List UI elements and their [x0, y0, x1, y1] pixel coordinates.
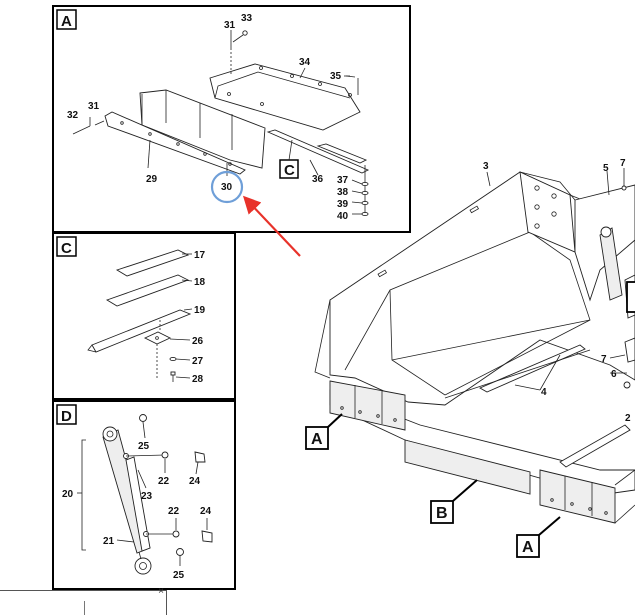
part-label-37: 37: [337, 175, 349, 186]
part-label-17: 17: [194, 250, 206, 261]
part-label-33: 33: [241, 13, 253, 24]
callout-b: B: [436, 505, 448, 522]
part-label-25a: 25: [138, 441, 150, 452]
part-label-40: 40: [337, 211, 349, 222]
part-label-32: 32: [67, 110, 79, 121]
part-label-23: 23: [141, 491, 153, 502]
part-label-22a: 22: [158, 476, 170, 487]
highlight-circle: [210, 170, 244, 204]
bottom-panel: ×: [0, 586, 167, 615]
part-label-39: 39: [337, 199, 349, 210]
part-label-3: 3: [483, 161, 489, 172]
part-label-7b: 7: [601, 354, 607, 365]
part-label-28: 28: [192, 374, 204, 385]
part-label-7a: 7: [620, 158, 626, 169]
part-label-21: 21: [103, 536, 115, 547]
callout-c-label: C: [284, 162, 295, 179]
part-label-29: 29: [146, 174, 158, 185]
pointer-arrow: [242, 195, 301, 257]
callout-a-bottom: A: [522, 539, 534, 556]
part-label-27: 27: [192, 356, 204, 367]
part-label-2: 2: [625, 413, 631, 424]
bucket-assembly: A B A 3 5 7 4 7 6 2: [305, 158, 635, 558]
part-label-35: 35: [330, 71, 342, 82]
part-label-24a: 24: [189, 476, 201, 487]
part-label-4: 4: [541, 387, 547, 398]
part-label-31b: 31: [88, 101, 100, 112]
part-label-20: 20: [62, 489, 74, 500]
detail-panel-c: C 17 18 19 26 27 28: [52, 232, 236, 400]
part-label-24b: 24: [200, 506, 212, 517]
part-label-36: 36: [312, 174, 324, 185]
part-label-31a: 31: [224, 20, 236, 31]
part-label-18: 18: [194, 277, 206, 288]
close-icon[interactable]: ×: [158, 586, 164, 597]
part-label-5: 5: [603, 163, 609, 174]
detail-label-d: D: [61, 408, 72, 425]
part-label-34: 34: [299, 57, 311, 68]
part-label-6: 6: [611, 369, 617, 380]
detail-panel-a: A C: [52, 5, 411, 233]
part-label-30: 30: [221, 182, 233, 193]
detail-panel-d: D 25 22 24 23 20 22: [52, 400, 236, 590]
part-label-26: 26: [192, 336, 204, 347]
detail-label-c: C: [61, 240, 72, 257]
part-label-25b: 25: [173, 570, 185, 581]
part-label-22b: 22: [168, 506, 180, 517]
part-label-38: 38: [337, 187, 349, 198]
part-label-19: 19: [194, 305, 206, 316]
panel-divider: [84, 601, 85, 615]
detail-label-a: A: [61, 13, 72, 30]
callout-a-left: A: [311, 431, 323, 448]
